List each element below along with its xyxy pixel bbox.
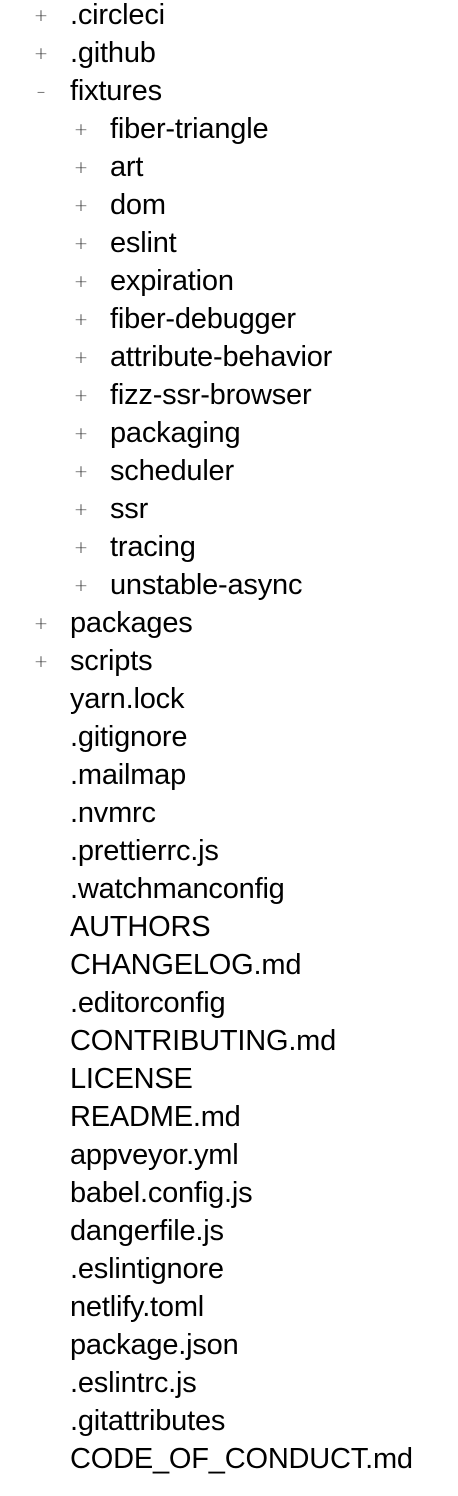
tree-item-label: expiration — [110, 265, 234, 297]
tree-item-label: LICENSE — [70, 1063, 193, 1095]
folder-item-fixtures[interactable]: – fixtures — [0, 73, 458, 111]
expand-toggle-icon[interactable]: + — [73, 538, 89, 558]
tree-item-label: CHANGELOG.md — [70, 949, 302, 981]
folder-item-expiration[interactable]: + expiration — [0, 263, 458, 301]
expand-toggle-icon[interactable]: + — [73, 158, 89, 178]
tree-item-label: .gitignore — [70, 721, 188, 753]
folder-item-attribute-behavior[interactable]: + attribute-behavior — [0, 339, 458, 377]
tree-item-label: eslint — [110, 227, 177, 259]
tree-item-label: CODE_OF_CONDUCT.md — [70, 1443, 413, 1475]
file-item-code-of-conduct-md[interactable]: CODE_OF_CONDUCT.md — [0, 1441, 458, 1479]
tree-item-label: README.md — [70, 1101, 241, 1133]
collapse-toggle-icon[interactable]: – — [36, 82, 46, 102]
expand-toggle-icon[interactable]: + — [73, 386, 89, 406]
folder-item-tracing[interactable]: + tracing — [0, 529, 458, 567]
expand-toggle-icon[interactable]: + — [73, 462, 89, 482]
expand-toggle-icon[interactable]: + — [73, 234, 89, 254]
expand-toggle-icon[interactable]: + — [73, 120, 89, 140]
tree-item-label: appveyor.yml — [70, 1139, 239, 1171]
tree-item-label: packages — [70, 607, 193, 639]
file-item-package-json[interactable]: package.json — [0, 1327, 458, 1365]
folder-item-circleci[interactable]: + .circleci — [0, 0, 458, 35]
tree-item-label: babel.config.js — [70, 1177, 253, 1209]
tree-item-label: package.json — [70, 1329, 239, 1361]
file-item-watchmanconfig[interactable]: .watchmanconfig — [0, 871, 458, 909]
tree-item-label: .mailmap — [70, 759, 187, 791]
file-item-eslintrc-js[interactable]: .eslintrc.js — [0, 1365, 458, 1403]
expand-toggle-icon[interactable]: + — [73, 196, 89, 216]
file-item-gitattributes[interactable]: .gitattributes — [0, 1403, 458, 1441]
folder-item-github[interactable]: + .github — [0, 35, 458, 73]
tree-item-label: scripts — [70, 645, 153, 677]
file-item-gitignore[interactable]: .gitignore — [0, 719, 458, 757]
tree-item-label: .gitattributes — [70, 1405, 226, 1437]
file-item-yarn-lock[interactable]: yarn.lock — [0, 681, 458, 719]
expand-toggle-icon[interactable]: + — [73, 500, 89, 520]
tree-item-label: .editorconfig — [70, 987, 226, 1019]
tree-item-label: .prettierrc.js — [70, 835, 219, 867]
tree-item-label: art — [110, 151, 144, 183]
tree-item-label: unstable-async — [110, 569, 303, 601]
folder-item-packages[interactable]: + packages — [0, 605, 458, 643]
file-item-readme-md[interactable]: README.md — [0, 1099, 458, 1137]
tree-item-label: AUTHORS — [70, 911, 211, 943]
tree-item-label: scheduler — [110, 455, 234, 487]
tree-item-label: .github — [70, 37, 156, 69]
tree-item-label: ssr — [110, 493, 149, 525]
expand-toggle-icon[interactable]: + — [73, 272, 89, 292]
folder-item-fizz-ssr-browser[interactable]: + fizz-ssr-browser — [0, 377, 458, 415]
file-item-prettierrc-js[interactable]: .prettierrc.js — [0, 833, 458, 871]
folder-item-ssr[interactable]: + ssr — [0, 491, 458, 529]
tree-item-label: tracing — [110, 531, 196, 563]
file-item-eslintignore[interactable]: .eslintignore — [0, 1251, 458, 1289]
folder-item-scheduler[interactable]: + scheduler — [0, 453, 458, 491]
expand-toggle-icon[interactable]: + — [73, 310, 89, 330]
tree-item-label: dangerfile.js — [70, 1215, 224, 1247]
file-item-mailmap[interactable]: .mailmap — [0, 757, 458, 795]
tree-item-label: .nvmrc — [70, 797, 156, 829]
expand-toggle-icon[interactable]: + — [73, 348, 89, 368]
file-item-license[interactable]: LICENSE — [0, 1061, 458, 1099]
tree-item-label: .circleci — [70, 0, 165, 31]
tree-item-label: fiber-debugger — [110, 303, 296, 335]
file-item-nvmrc[interactable]: .nvmrc — [0, 795, 458, 833]
expand-toggle-icon[interactable]: + — [33, 652, 49, 672]
expand-toggle-icon[interactable]: + — [73, 424, 89, 444]
folder-item-fiber-debugger[interactable]: + fiber-debugger — [0, 301, 458, 339]
tree-item-label: CONTRIBUTING.md — [70, 1025, 337, 1057]
expand-toggle-icon[interactable]: + — [33, 614, 49, 634]
file-item-appveyor-yml[interactable]: appveyor.yml — [0, 1137, 458, 1175]
tree-item-label: .eslintignore — [70, 1253, 224, 1285]
tree-item-label: yarn.lock — [70, 683, 185, 715]
expand-toggle-icon[interactable]: + — [33, 6, 49, 26]
file-item-netlify-toml[interactable]: netlify.toml — [0, 1289, 458, 1327]
expand-toggle-icon[interactable]: + — [73, 576, 89, 596]
folder-item-dom[interactable]: + dom — [0, 187, 458, 225]
file-item-babel-config-js[interactable]: babel.config.js — [0, 1175, 458, 1213]
folder-item-packaging[interactable]: + packaging — [0, 415, 458, 453]
file-item-changelog-md[interactable]: CHANGELOG.md — [0, 947, 458, 985]
expand-toggle-icon[interactable]: + — [33, 44, 49, 64]
tree-item-label: .watchmanconfig — [70, 873, 285, 905]
folder-item-unstable-async[interactable]: + unstable-async — [0, 567, 458, 605]
file-item-dangerfile-js[interactable]: dangerfile.js — [0, 1213, 458, 1251]
tree-item-label: netlify.toml — [70, 1291, 205, 1323]
tree-item-label: fizz-ssr-browser — [110, 379, 312, 411]
file-item-editorconfig[interactable]: .editorconfig — [0, 985, 458, 1023]
tree-item-label: .eslintrc.js — [70, 1367, 197, 1399]
folder-item-scripts[interactable]: + scripts — [0, 643, 458, 681]
folder-item-eslint[interactable]: + eslint — [0, 225, 458, 263]
tree-item-label: attribute-behavior — [110, 341, 333, 373]
file-item-authors[interactable]: AUTHORS — [0, 909, 458, 947]
tree-item-label: packaging — [110, 417, 241, 449]
folder-item-art[interactable]: + art — [0, 149, 458, 187]
tree-item-label: fiber-triangle — [110, 113, 269, 145]
folder-item-fiber-triangle[interactable]: + fiber-triangle — [0, 111, 458, 149]
file-item-contributing-md[interactable]: CONTRIBUTING.md — [0, 1023, 458, 1061]
tree-item-label: fixtures — [70, 75, 162, 107]
tree-item-label: dom — [110, 189, 166, 221]
